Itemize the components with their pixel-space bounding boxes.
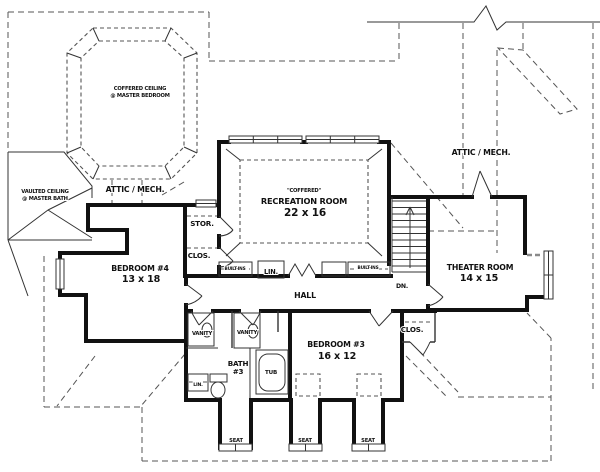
toilet-bowl	[210, 381, 226, 399]
vanity-counter-right	[233, 312, 261, 349]
vanity-counter-left	[187, 312, 215, 347]
sink-right	[247, 323, 259, 339]
ceiling-break-lines	[295, 373, 382, 397]
window-seat-2-label: SEAT	[298, 438, 312, 444]
bath3-name-2: #3	[233, 367, 244, 376]
bathtub	[255, 349, 289, 395]
hall-label: HALL	[294, 291, 316, 300]
master-bedroom-note-1: COFFERED CEILING	[114, 86, 166, 92]
recreation-name: RECREATION ROOM	[261, 196, 347, 206]
closet-bedroom3	[402, 313, 436, 343]
master-bedroom-coffered-outline	[66, 27, 198, 180]
builtins-right-label: BUILT-INS	[358, 265, 379, 271]
closet-bedroom4-label: CLOS.	[188, 251, 211, 260]
recreation-note: "COFFERED"	[287, 188, 322, 194]
hall-double-doors	[287, 263, 317, 277]
storage-label: STOR.	[190, 219, 214, 228]
stair-direction-arrow	[405, 206, 415, 268]
labels: COFFERED CEILING @ MASTER BEDROOM VAULTE…	[20, 85, 515, 445]
closet3-door	[409, 341, 431, 356]
hall-niches	[218, 260, 391, 279]
theater-name: THEATER ROOM	[447, 263, 514, 272]
closet-bedroom3-label: CLOS.	[401, 325, 424, 334]
theater-dims: 14 x 15	[460, 273, 498, 284]
master-bath-note-2: @ MASTER BATH	[22, 196, 68, 202]
recreation-dims: 22 x 16	[284, 207, 326, 219]
linen-hall-label: LIN.	[264, 268, 278, 276]
toilet-tank	[209, 373, 228, 383]
bedroom4-door	[185, 283, 203, 306]
break-line	[367, 5, 600, 31]
tub-label: TUB	[265, 370, 277, 376]
linen-bath-label: LIN.	[193, 382, 203, 388]
master-bedroom-note-2: @ MASTER BEDROOM	[110, 93, 169, 99]
vanity-left-label: VANITY	[192, 331, 212, 337]
builtins-left-label: BUILT-INS	[225, 266, 246, 272]
attic-access-door	[471, 170, 493, 198]
storage-door	[218, 215, 234, 237]
bedroom4-name: BEDROOM #4	[111, 264, 169, 273]
closet4-door	[218, 246, 234, 268]
bedroom3-name: BEDROOM #3	[307, 340, 364, 349]
window-seat-1-label: SEAT	[229, 438, 243, 444]
vanity-right-label: VANITY	[237, 330, 257, 336]
stairs-down-label: DN.	[396, 283, 408, 290]
roof-outline	[7, 11, 594, 462]
recreation-coffered-outline	[225, 148, 383, 257]
bedroom4-dims: 13 x 18	[122, 274, 161, 285]
windows	[55, 135, 554, 452]
sink-left	[201, 322, 213, 338]
staircase	[391, 197, 426, 273]
bath-fixtures	[186, 311, 289, 399]
master-bath-vaulted-outline	[7, 151, 93, 297]
window-seat-3-label: SEAT	[361, 438, 375, 444]
bath3-name-1: BATH	[228, 359, 249, 368]
theater-door	[427, 283, 444, 307]
master-bath-note-1: VAULTED CEILING	[21, 189, 68, 195]
bedroom3-dims: 16 x 12	[318, 351, 356, 362]
storage-shelves	[187, 215, 217, 249]
linen-closet-bath	[187, 373, 209, 392]
attic-mech-left-label: ATTIC / MECH.	[106, 185, 165, 194]
attic-mech-right-label: ATTIC / MECH.	[452, 148, 511, 157]
bedroom3-door	[368, 310, 394, 327]
